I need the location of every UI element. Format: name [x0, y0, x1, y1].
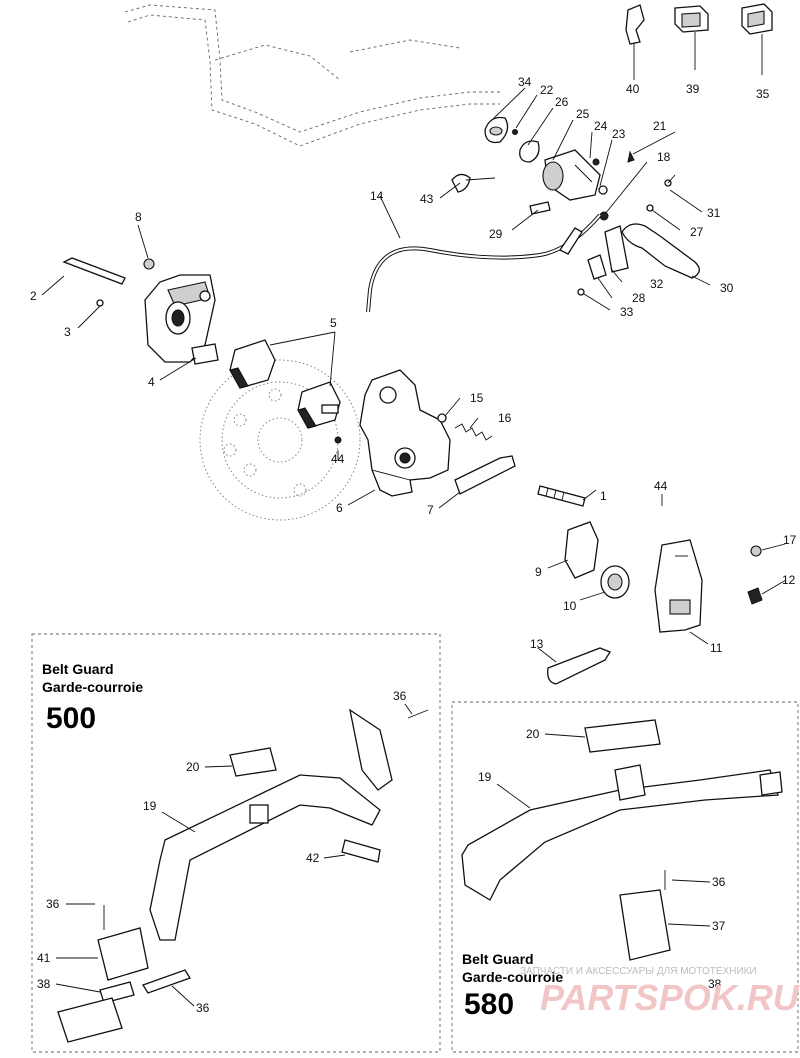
bolt-1 — [537, 485, 586, 507]
callout-5: 5 — [330, 316, 337, 330]
callout-23: 23 — [612, 127, 626, 141]
callout-27: 27 — [690, 225, 704, 239]
adjuster-knob-10 — [600, 565, 630, 599]
callout-43: 43 — [420, 192, 434, 206]
callout-8: 8 — [135, 210, 142, 224]
inset-500-callout-20: 20 — [186, 760, 200, 774]
inset-580-title-fr: Garde-courroie — [462, 969, 563, 985]
callout-18: 18 — [657, 150, 671, 164]
callout-34: 34 — [518, 75, 532, 89]
callout-26: 26 — [555, 95, 569, 109]
inset-500-callout-36a: 36 — [393, 689, 407, 703]
inset-500-labels: Belt Guard Garde-courroie 500 20 19 36 4… — [37, 661, 413, 1015]
brake-pads-5 — [229, 339, 341, 429]
callout-1: 1 — [600, 489, 607, 503]
brake-lever-assembly — [451, 116, 635, 221]
callout-31: 31 — [707, 206, 721, 220]
callout-24: 24 — [594, 119, 608, 133]
inset-580-model: 580 — [464, 988, 514, 1021]
callout-33: 33 — [620, 305, 634, 319]
callout-25: 25 — [576, 107, 590, 121]
connector-35 — [741, 3, 773, 75]
inset-580-frame — [451, 701, 799, 1053]
caliper-housing-left — [62, 257, 219, 365]
callout-30: 30 — [720, 281, 734, 295]
callout-44a: 44 — [331, 452, 345, 466]
inset-580-callout-37: 37 — [712, 919, 726, 933]
inset-500-frame — [31, 633, 441, 1053]
callout-35: 35 — [756, 87, 770, 101]
inset-500-callout-38: 38 — [37, 977, 51, 991]
brake-cable-14 — [366, 213, 602, 313]
callout-4: 4 — [148, 375, 155, 389]
inset-580-labels: 20 19 36 37 38 Belt Guard Garde-courroie… — [462, 727, 726, 1021]
watermark-line1: ЗАПЧАСТИ И АКСЕССУАРЫ ДЛЯ МОТОТЕХНИКИ — [520, 966, 757, 977]
callout-17: 17 — [783, 533, 797, 547]
caliper-6 — [334, 369, 451, 497]
callout-2: 2 — [30, 289, 37, 303]
connector-39 — [674, 5, 709, 70]
nut-17 — [750, 545, 762, 557]
pin-7 — [454, 455, 516, 495]
brake-lever-30 — [577, 174, 700, 296]
callout-7: 7 — [427, 503, 434, 517]
callout-6: 6 — [336, 501, 343, 515]
inset-500-callout-42: 42 — [306, 851, 320, 865]
callout-39: 39 — [686, 82, 700, 96]
watermark: ЗАПЧАСТИ И АКСЕССУАРЫ ДЛЯ МОТОТЕХНИКИ PA… — [520, 966, 800, 1018]
spring-16 — [454, 423, 493, 441]
callout-labels: 1 2 3 4 5 6 7 8 9 10 11 12 13 14 15 16 1… — [30, 75, 797, 655]
handlebar-outline — [124, 4, 500, 147]
callout-21: 21 — [653, 119, 667, 133]
callout-15: 15 — [470, 391, 484, 405]
bracket-9 — [564, 521, 599, 579]
watermark-line2: PARTSPOK.RU — [540, 977, 800, 1018]
callout-32: 32 — [650, 277, 664, 291]
callout-13: 13 — [530, 637, 544, 651]
callout-12: 12 — [782, 573, 796, 587]
callout-10: 10 — [563, 599, 577, 613]
inset-580-callout-20: 20 — [526, 727, 540, 741]
inset-500-callout-41: 41 — [37, 951, 51, 965]
callout-11: 11 — [710, 641, 723, 655]
cover-11 — [654, 539, 703, 633]
inset-500-callout-19: 19 — [143, 799, 157, 813]
callout-22: 22 — [540, 83, 554, 97]
callout-14: 14 — [370, 189, 384, 203]
leader-lines — [41, 70, 787, 663]
callout-44b: 44 — [654, 479, 668, 493]
belt-guard-500 — [57, 708, 429, 1043]
inset-500-callout-36b: 36 — [46, 897, 60, 911]
belt-guard-580 — [461, 719, 783, 961]
brake-switch-40 — [625, 4, 645, 70]
callout-9: 9 — [535, 565, 542, 579]
callout-29: 29 — [489, 227, 503, 241]
inset-580-callout-36: 36 — [712, 875, 726, 889]
inset-580-callout-19: 19 — [478, 770, 492, 784]
inset-580-callout-38: 38 — [708, 977, 722, 991]
callout-40: 40 — [626, 82, 640, 96]
inset-580-title-en: Belt Guard — [462, 951, 534, 967]
pin-13 — [547, 647, 611, 685]
callout-3: 3 — [64, 325, 71, 339]
inset-500-callout-36c: 36 — [196, 1001, 210, 1015]
inset-500-title-en: Belt Guard — [42, 661, 114, 677]
callout-16: 16 — [498, 411, 512, 425]
inset-500-title-fr: Garde-courroie — [42, 679, 143, 695]
screw-12 — [747, 587, 763, 605]
inset-500-model: 500 — [46, 702, 96, 735]
callout-28: 28 — [632, 291, 646, 305]
